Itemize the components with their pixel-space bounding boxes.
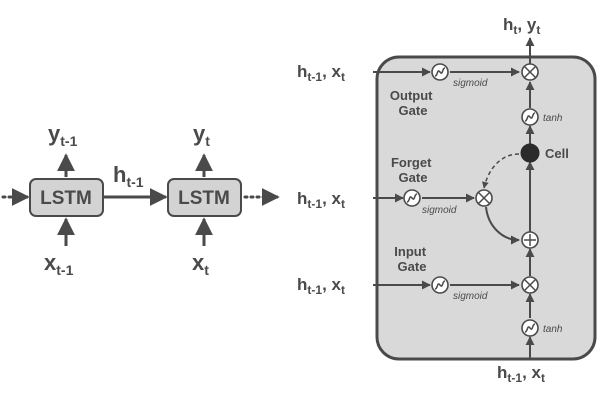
tanh-bottom-node (521, 319, 539, 337)
forget-sigmoid-label: sigmoid (422, 205, 457, 216)
lstm-cell-detail: ht, yt ht-1, xt ht-1, xt ht-1, xt ht-1, … (297, 15, 597, 385)
lstm-block-2-label: LSTM (178, 188, 230, 209)
output-sigmoid-node (431, 63, 449, 81)
lstm-block-2 (167, 178, 242, 217)
output-multiply-node (521, 63, 539, 81)
forget-sigmoid-node (403, 189, 421, 207)
bottom-input-label: ht-1, xt (497, 363, 545, 385)
forget-multiply-node (475, 189, 493, 207)
output-ht-yt-label: ht, yt (503, 15, 540, 37)
lstm-block-1 (29, 178, 104, 217)
input-gate-input-label: ht-1, xt (297, 275, 345, 297)
lstm-block-1-label: LSTM (40, 188, 92, 209)
cell-state-node (520, 143, 540, 163)
add-node (521, 231, 539, 249)
forget-gate-input-label: ht-1, xt (297, 189, 345, 211)
forget-gate-label: Forget Gate (391, 155, 435, 185)
tanh-top-label: tanh (543, 113, 563, 124)
lstm-2-output-label: yt (193, 121, 210, 149)
lstm-1-output-label: yt-1 (48, 121, 78, 149)
lstm-2-input-label: xt (192, 250, 209, 278)
forget-to-add-wire (485, 206, 520, 245)
output-sigmoid-label: sigmoid (453, 78, 488, 89)
output-gate-label: Output Gate (390, 88, 436, 118)
hidden-state-label: ht-1 (113, 162, 144, 190)
input-gate-label: Input Gate (394, 244, 429, 274)
tanh-bottom-label: tanh (543, 324, 563, 335)
input-multiply-node (521, 276, 539, 294)
cell-label: Cell (545, 146, 569, 161)
output-gate-input-label: ht-1, xt (297, 62, 345, 84)
lstm-1-input-label: xt-1 (44, 250, 74, 278)
input-sigmoid-label: sigmoid (453, 291, 488, 302)
input-sigmoid-node (431, 276, 449, 294)
tanh-top-node (521, 108, 539, 126)
unrolled-lstm: LSTM yt-1 xt-1 ht-1 LSTM yt xt (1, 121, 280, 278)
